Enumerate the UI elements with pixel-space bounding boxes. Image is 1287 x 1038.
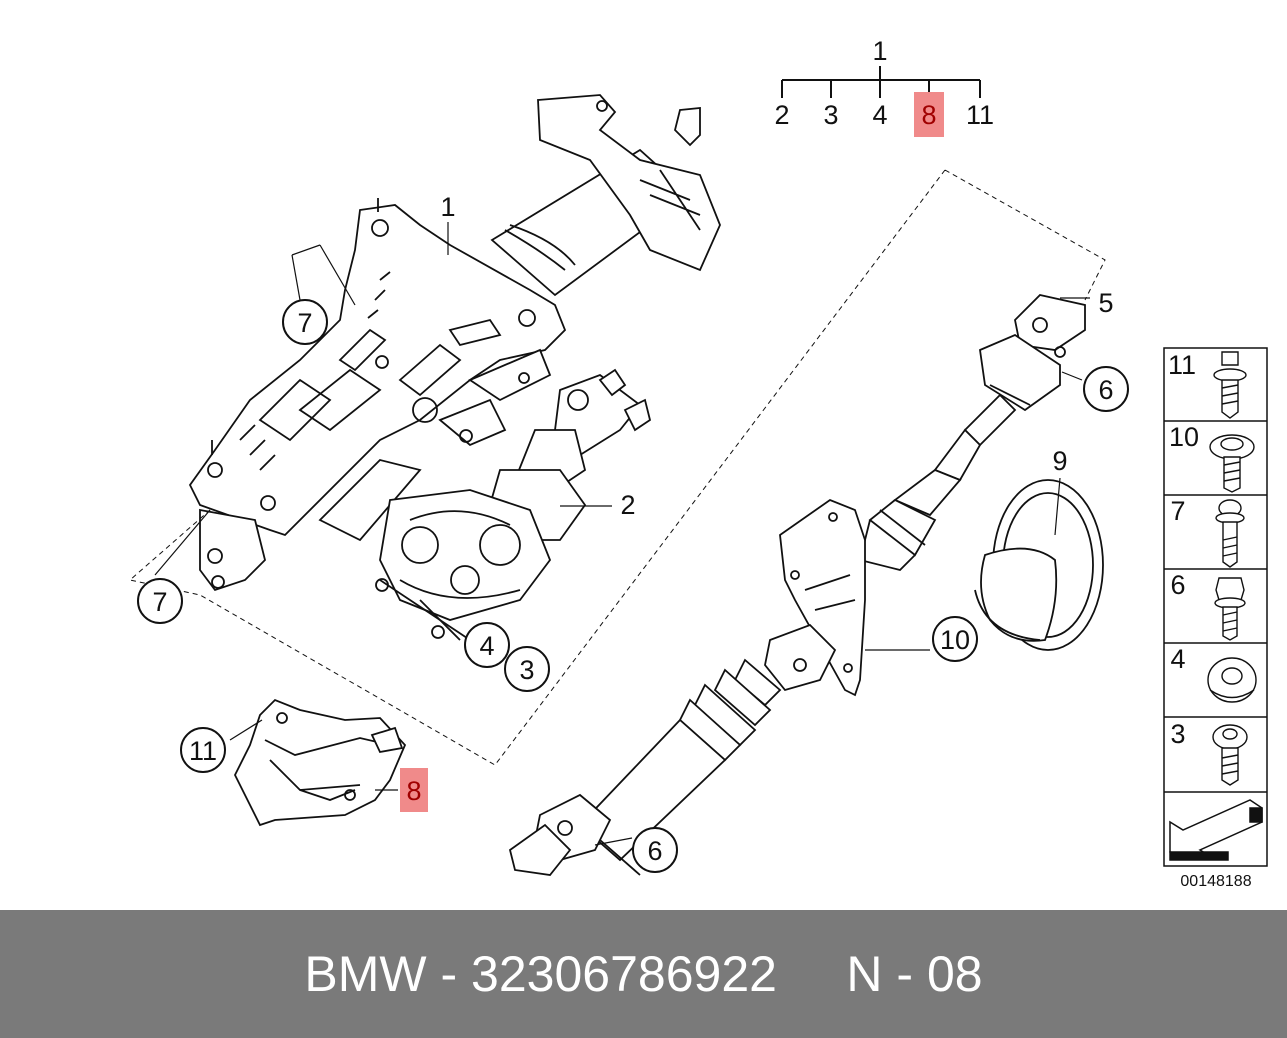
callout-circle-10 bbox=[932, 616, 978, 662]
tree-highlight-bg bbox=[914, 92, 944, 137]
legend-number: 3 bbox=[1170, 719, 1185, 749]
callout-11: 11 bbox=[189, 736, 217, 766]
part-info-footer: BMW - 32306786922 N - 08 bbox=[0, 910, 1287, 1038]
callout-4: 4 bbox=[479, 631, 494, 661]
bolt-with-washer-icon bbox=[1213, 351, 1247, 419]
callout-circle-7-lower bbox=[137, 578, 183, 624]
callout-8-highlight-bg bbox=[400, 768, 428, 812]
callout-circle-11 bbox=[180, 727, 226, 773]
direction-arrow-icon bbox=[1169, 799, 1263, 861]
callout-7-lower: 7 bbox=[152, 587, 167, 617]
hex-bolt-icon bbox=[1214, 577, 1246, 641]
callout-1: 1 bbox=[440, 192, 455, 222]
callout-8: 8 bbox=[406, 776, 421, 806]
callout-circles bbox=[137, 299, 1129, 873]
callout-3: 3 bbox=[519, 655, 534, 685]
callout-7-upper: 7 bbox=[297, 308, 312, 338]
callout-circle-4 bbox=[464, 622, 510, 668]
brand-label: BMW bbox=[304, 946, 427, 1002]
legend-number: 6 bbox=[1170, 570, 1185, 600]
callout-9: 9 bbox=[1052, 446, 1067, 476]
torx-screw-icon bbox=[1212, 724, 1248, 786]
diagram-code: N - 08 bbox=[846, 946, 983, 1002]
callout-6-top: 6 bbox=[1098, 375, 1113, 405]
assembly-tree bbox=[781, 66, 981, 137]
legend-number: 10 bbox=[1169, 422, 1199, 452]
legend-number: 7 bbox=[1170, 496, 1185, 526]
tree-root-label: 1 bbox=[872, 36, 887, 66]
parts-legend bbox=[1163, 347, 1268, 867]
steering-shaft bbox=[508, 294, 1086, 876]
callout-circle-6-top bbox=[1083, 366, 1129, 412]
callout-circle-3 bbox=[504, 646, 550, 692]
switch-bracket bbox=[233, 698, 407, 827]
adjuster-mechanism bbox=[375, 368, 652, 641]
tree-child-label: 11 bbox=[966, 100, 994, 130]
callout-circle-6-bottom bbox=[632, 827, 678, 873]
diagram-number: 00148188 bbox=[1180, 873, 1251, 890]
part-number: 32306786922 bbox=[471, 946, 777, 1002]
shaft-boot bbox=[974, 479, 1104, 651]
tree-child-label: 2 bbox=[774, 100, 789, 130]
labels: 1 2 3 4 8 11 1 2 3 4 5 6 6 7 7 8 9 10 11… bbox=[152, 36, 1251, 890]
assembly-outline bbox=[128, 169, 1106, 766]
callout-6-bottom: 6 bbox=[647, 836, 662, 866]
separator: - bbox=[426, 946, 472, 1002]
callout-10: 10 bbox=[940, 625, 970, 655]
bolt-icon bbox=[1215, 499, 1245, 568]
torx-flange-screw-icon bbox=[1209, 434, 1255, 493]
callout-circle-7-upper bbox=[282, 299, 328, 345]
callout-2: 2 bbox=[620, 490, 635, 520]
gap bbox=[777, 945, 846, 1003]
legend-number: 11 bbox=[1168, 350, 1196, 380]
tree-child-label: 4 bbox=[872, 100, 887, 130]
legend-number: 4 bbox=[1170, 644, 1185, 674]
callout-5: 5 bbox=[1098, 288, 1113, 318]
parts-diagram: 1 2 3 4 8 11 1 2 3 4 5 6 6 7 7 8 9 10 11… bbox=[128, 36, 1268, 890]
tree-child-label-highlighted: 8 bbox=[921, 100, 936, 130]
leader-lines bbox=[154, 222, 1090, 846]
bushing-icon bbox=[1207, 657, 1257, 703]
steering-column-housing bbox=[188, 94, 721, 592]
tree-child-label: 3 bbox=[823, 100, 838, 130]
